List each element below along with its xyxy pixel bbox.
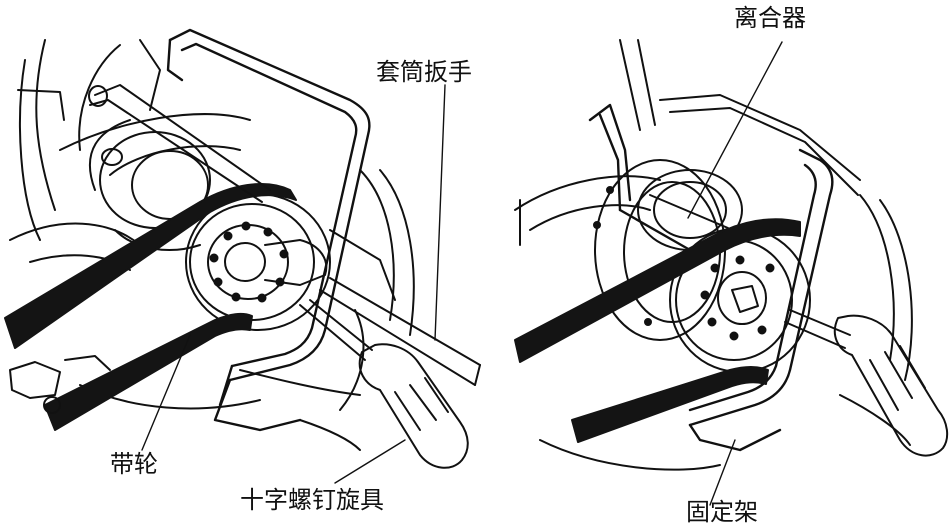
left-tensioner: [9, 355, 111, 414]
label-phillips-screwdriver: 十字螺钉旋具: [240, 486, 384, 514]
left-leader-lines: [141, 84, 446, 484]
right-holding-fixture: [588, 103, 834, 452]
right-figure: [514, 39, 949, 506]
label-holding-fixture: 固定架: [686, 498, 758, 526]
left-belt: [4, 183, 297, 431]
label-socket-wrench: 套筒扳手: [376, 58, 472, 86]
label-clutch: 离合器: [734, 4, 806, 32]
right-leader-lines: [687, 41, 783, 506]
right-belt: [514, 218, 801, 443]
left-socket-wrench: [88, 84, 481, 386]
left-holding-fixture: [166, 28, 371, 432]
left-screwdriver: [299, 299, 469, 469]
left-figure: [4, 28, 481, 484]
right-screwdriver: [784, 309, 949, 457]
label-pulley: 带轮: [110, 450, 158, 478]
